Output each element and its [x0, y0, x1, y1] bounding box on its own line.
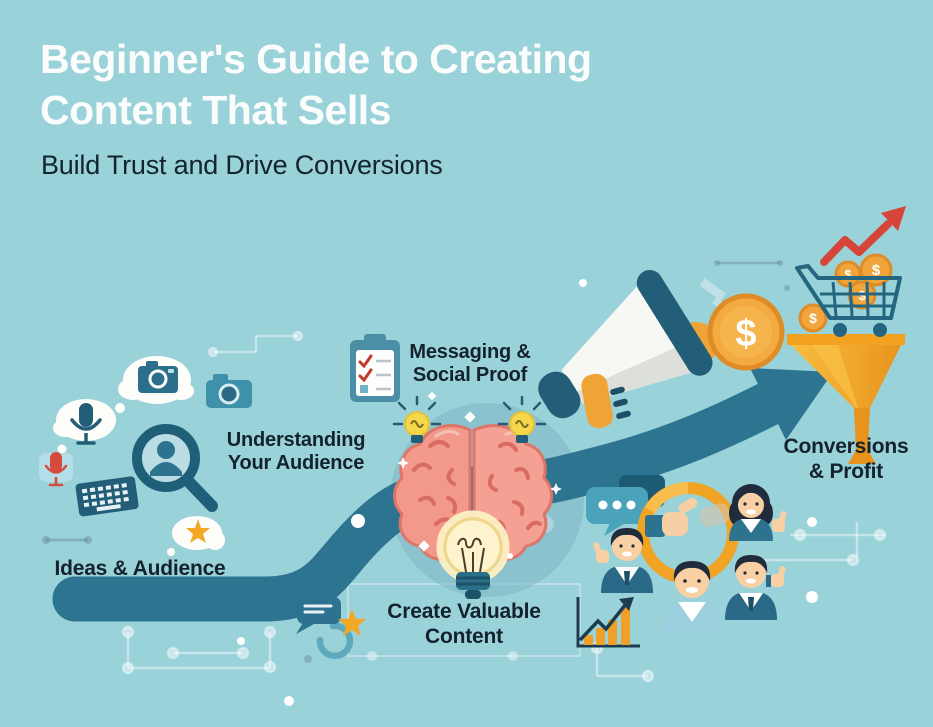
- svg-text:$: $: [735, 313, 756, 355]
- star-bubble-icon: [167, 516, 225, 556]
- sales-funnel-icon: [787, 334, 905, 464]
- journey-arrowhead-icon: [750, 368, 833, 440]
- circuit-decoration: [121, 330, 887, 683]
- avatar-man-left: [593, 528, 653, 593]
- stage-label-understanding: Understanding Your Audience: [226, 429, 366, 475]
- stage-label-create: Create Valuable Content: [387, 600, 541, 648]
- brain-lightbulb-icon: [393, 424, 553, 599]
- svg-text:$: $: [844, 267, 852, 282]
- page-title-line1: Beginner's Guide to Creating: [40, 36, 592, 82]
- avatar-woman: [729, 484, 787, 541]
- sparkle-decoration: [397, 391, 562, 559]
- svg-text:$: $: [809, 310, 817, 326]
- svg-text:$: $: [872, 262, 881, 279]
- keyboard-icon: [75, 476, 139, 517]
- checklist-clipboard-icon: [350, 334, 400, 402]
- thought-bubble-camera-icon: [108, 356, 194, 420]
- growth-arrow-icon: [820, 206, 906, 266]
- microphone-bubble-icon: [52, 399, 116, 461]
- camera-icon: [206, 374, 252, 408]
- chat-bubbles-icon: [586, 475, 665, 536]
- page-title: Beginner's Guide to Creating Content Tha…: [40, 34, 592, 136]
- megaphone-icon: [538, 269, 718, 429]
- idea-lightbulb-icon: [392, 395, 547, 443]
- stage-label-ideas: Ideas & Audience: [54, 557, 226, 580]
- avatar-man-center: [662, 561, 722, 634]
- circuit-decoration-gray: [42, 260, 790, 663]
- shopping-cart-coins-icon: $ $ $: [795, 253, 902, 337]
- stage-label-conversions: Conversions & Profit: [783, 435, 909, 483]
- stage-label-messaging: Messaging & Social Proof: [409, 341, 531, 387]
- dollar-coin-icon: $: [707, 293, 785, 371]
- red-microphone-icon: [39, 452, 73, 487]
- chat-star-refresh-icon: [296, 597, 366, 660]
- magnifier-person-icon: [132, 424, 218, 512]
- bar-chart-growth-icon: [576, 597, 640, 648]
- page-title-line2: Content That Sells: [40, 86, 391, 133]
- page-subtitle: Build Trust and Drive Conversions: [41, 150, 443, 180]
- avatar-man-right: [725, 555, 786, 620]
- coin-small-icon: $: [798, 303, 828, 333]
- audience-avatars-icon: [593, 484, 787, 634]
